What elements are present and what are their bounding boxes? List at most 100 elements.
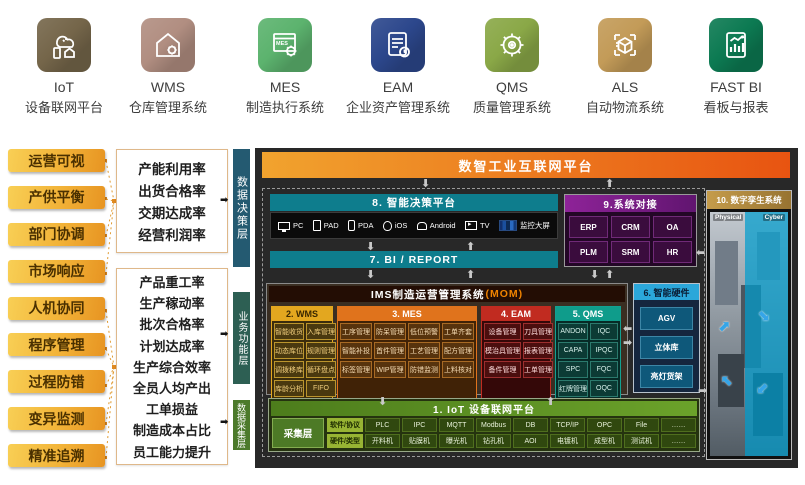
integration-system: HR [653, 241, 692, 263]
mes-item: 低位预警 [408, 323, 440, 340]
machine-item: 成型机 [587, 434, 622, 448]
fastbi-report-icon [709, 18, 763, 72]
kpi-item: 产品重工率 [139, 275, 205, 290]
apple-ios-icon [382, 220, 392, 231]
monitor-wall-icon [498, 220, 517, 231]
goal-pill: 人机协同 [8, 296, 105, 320]
icon-name: 自动物流系统 [585, 100, 664, 115]
mes-item: 首件管理 [374, 342, 406, 359]
eam-grid: 设备管理刀具管理模治具管理报表管理备件管理工单管理 [482, 321, 553, 380]
factory-machine [714, 241, 739, 305]
protocol-item: MQTT [439, 418, 474, 432]
device-pc: PC [278, 221, 303, 232]
kpi-item: 出货合格率 [138, 184, 206, 199]
left-arrow-icon [623, 324, 632, 335]
product-wms: WMS 仓库管理系统 [112, 18, 224, 116]
qms-item: OQC [590, 380, 618, 397]
device-bigscreen: 监控大屏 [498, 220, 550, 231]
machine-item: 电镀机 [550, 434, 585, 448]
kpi-item: 批次合格率 [139, 317, 205, 333]
platform-panel: 数智工业互联网平台 8. 智能决策平台 PC PAD PDA iOS Andro… [255, 148, 798, 468]
svg-text:MES: MES [276, 41, 288, 47]
up-arrow-icon [466, 270, 475, 281]
mes-item: 标签管理 [340, 361, 372, 378]
machine-item: 钻孔机 [476, 434, 511, 448]
down-arrow-icon [378, 397, 387, 408]
arrow-to-decision-layer-icon [220, 196, 228, 206]
physical-label: Physical [713, 214, 744, 221]
mes-item: 工序管理 [340, 323, 372, 340]
kpi-box-decision: 产能利用率出货合格率交期达成率经营利润率 [116, 149, 228, 253]
wms-item: 调拨移库 [274, 361, 304, 378]
hardware-item: AGV [640, 307, 693, 330]
wms-item: 智能收货 [274, 323, 304, 340]
qms-gear-icon [485, 18, 539, 72]
cyber-label: Cyber [762, 214, 785, 221]
qms-item: SPC [558, 361, 588, 378]
machine-item: 测试机 [624, 434, 659, 448]
device-tv: TV [464, 220, 490, 230]
eam-item: 设备管理 [484, 323, 521, 340]
icon-name: 仓库管理系统 [128, 100, 207, 115]
protocol-item: OPC [587, 418, 622, 432]
eam-document-icon [371, 18, 425, 72]
kpi-item: 交期达成率 [138, 206, 206, 221]
layer-label-decision: 数据决策层 [233, 149, 250, 267]
eam-header: 4. EAM [482, 307, 550, 321]
up-arrow-icon [466, 242, 475, 253]
icon-abbr: FAST BI [710, 79, 762, 95]
down-arrow-icon [421, 179, 430, 190]
kpi-item: 工单损益 [145, 402, 198, 418]
wms-header: 2. WMS [272, 307, 332, 321]
mes-item: 防错监测 [408, 361, 440, 378]
eam-item: 报表管理 [523, 342, 553, 359]
goal-pill: 程序管理 [8, 333, 105, 357]
mes-window-icon: MES [258, 18, 312, 72]
integration-system: SRM [611, 241, 650, 263]
eam-item: 模治具管理 [484, 342, 521, 359]
protocol-item: PLC [365, 418, 400, 432]
pda-handheld-icon [348, 220, 356, 231]
eam-item: 刀具管理 [523, 323, 553, 340]
qms-header: 5. QMS [556, 307, 620, 321]
right-arrow-icon [623, 338, 632, 349]
business-goal-list: 运营可视产供平衡部门协调市场响应人机协同程序管理过程防错变异监测精准追溯 [8, 149, 105, 467]
icon-abbr: MES [269, 79, 301, 95]
android-icon [416, 221, 427, 230]
goal-pill: 产供平衡 [8, 185, 105, 209]
eam-item: 工单管理 [523, 361, 553, 378]
device-pda: PDA [348, 220, 373, 231]
machine-item: 开料机 [365, 434, 400, 448]
platform-banner: 数智工业互联网平台 [262, 152, 790, 178]
goal-pill: 精准追溯 [8, 444, 105, 467]
smart-hardware-header: 6. 智能硬件 [634, 284, 699, 300]
icon-name: 看板与报表 [703, 100, 769, 115]
protocol-item: DB [513, 418, 548, 432]
left-arrow-icon [696, 248, 705, 259]
mes-item: 智能补投 [340, 342, 372, 359]
up-arrow-icon [605, 179, 614, 190]
mes-item: 防呆管理 [374, 323, 406, 340]
kpi-item: 计划达成率 [139, 338, 205, 354]
integration-system: CRM [611, 216, 650, 238]
iot-platform-icon [37, 18, 91, 72]
goal-pill: 变异监测 [8, 407, 105, 431]
goal-pill: 部门协调 [8, 222, 105, 246]
up-arrow-icon [546, 397, 555, 408]
tv-icon [464, 220, 477, 230]
goal-pill: 运营可视 [8, 149, 105, 172]
product-mes: MES MES 制造执行系统 [229, 18, 341, 116]
collection-layer-cell: 采集层 [272, 418, 324, 448]
icon-name: 设备联网平台 [24, 100, 103, 115]
digital-twin-panel: 10. 数字孪生系统 Physical Cyber [706, 190, 792, 460]
software-protocol-label: 软件/协议 [327, 418, 363, 432]
icon-abbr: QMS [496, 79, 528, 95]
